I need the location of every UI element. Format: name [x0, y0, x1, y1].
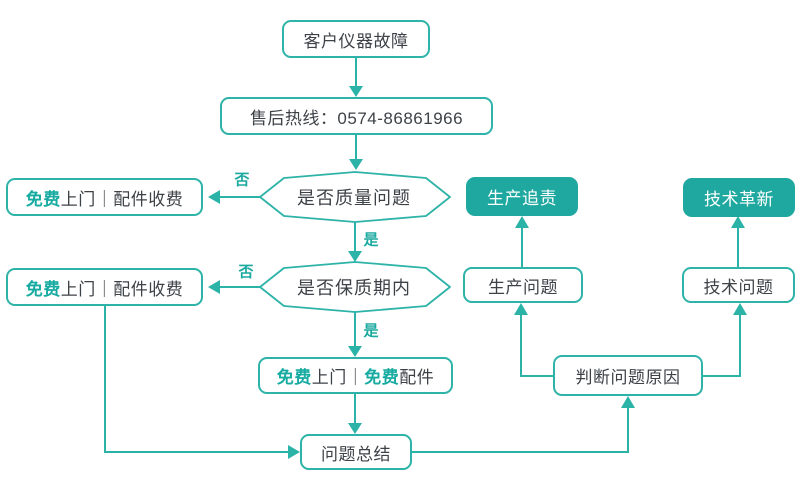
technical-innovation-label: 技术革新	[704, 190, 774, 209]
label-warranty-no: 否	[238, 263, 254, 281]
arrowhead-right-icon	[288, 445, 300, 459]
arrowhead-down-icon	[349, 159, 363, 170]
decision-quality-hexagon	[259, 171, 451, 223]
visit-paid-1-accent: 免费	[25, 189, 61, 209]
visit-free-mid: 上门｜	[311, 368, 365, 387]
edge-summary-to-judge	[412, 408, 629, 453]
arrowhead-down-icon	[349, 86, 363, 97]
summary-label: 问题总结	[321, 444, 391, 464]
node-visit-paid-parts-2: 免费上门｜配件收费	[6, 268, 203, 306]
arrowhead-down-icon	[348, 423, 362, 434]
production-accountability-label: 生产追责	[487, 189, 557, 208]
label-warranty-yes: 是	[363, 322, 379, 340]
node-decision-quality: 是否质量问题	[262, 172, 446, 222]
node-start: 客户仪器故障	[282, 20, 430, 58]
node-technical-issue: 技术问题	[682, 267, 795, 303]
node-hotline-label: 售后热线：0574-86861966	[249, 108, 464, 128]
arrowhead-left-icon	[208, 190, 220, 204]
node-production-accountability: 生产追责	[466, 177, 578, 216]
node-visit-free-parts: 免费上门｜免费配件	[258, 357, 453, 394]
edge-judge-to-technical	[703, 315, 741, 377]
visit-paid-1-rest: 上门｜配件收费	[60, 189, 184, 209]
decision-warranty-label: 是否保质期内	[297, 278, 411, 298]
node-technical-innovation: 技术革新	[683, 178, 795, 217]
arrowhead-down-icon	[348, 346, 362, 357]
arrowhead-up-icon	[733, 303, 747, 315]
arrowhead-up-icon	[514, 303, 528, 315]
node-hotline: 售后热线：0574-86861966	[220, 97, 493, 135]
label-quality-yes: 是	[363, 231, 379, 249]
decision-quality-label: 是否质量问题	[297, 188, 411, 208]
production-issue-label: 生产问题	[488, 277, 558, 297]
node-judge-cause: 判断问题原因	[553, 355, 703, 396]
judge-cause-label: 判断问题原因	[575, 368, 681, 387]
node-summary: 问题总结	[300, 434, 412, 470]
edge-paid2-to-summary	[104, 304, 289, 453]
label-quality-no: 否	[234, 171, 250, 189]
node-decision-warranty: 是否保质期内	[262, 262, 446, 312]
visit-free-accent1: 免费	[276, 368, 312, 387]
edge-judge-to-production	[520, 315, 553, 377]
node-start-label: 客户仪器故障	[303, 31, 409, 51]
visit-paid-2-rest: 上门｜配件收费	[60, 279, 184, 299]
visit-free-accent2: 免费	[364, 368, 400, 387]
visit-paid-2-accent: 免费	[25, 279, 61, 299]
visit-free-tail: 配件	[399, 368, 435, 387]
decision-warranty-hexagon	[259, 261, 451, 313]
node-production-issue: 生产问题	[463, 267, 583, 303]
arrowhead-down-icon	[348, 251, 362, 262]
arrowhead-up-icon	[731, 216, 745, 228]
node-visit-paid-parts-1: 免费上门｜配件收费	[6, 178, 203, 216]
arrowhead-left-icon	[208, 280, 220, 294]
arrowhead-up-icon	[621, 396, 635, 408]
technical-issue-label: 技术问题	[703, 277, 774, 297]
arrowhead-up-icon	[515, 216, 529, 228]
